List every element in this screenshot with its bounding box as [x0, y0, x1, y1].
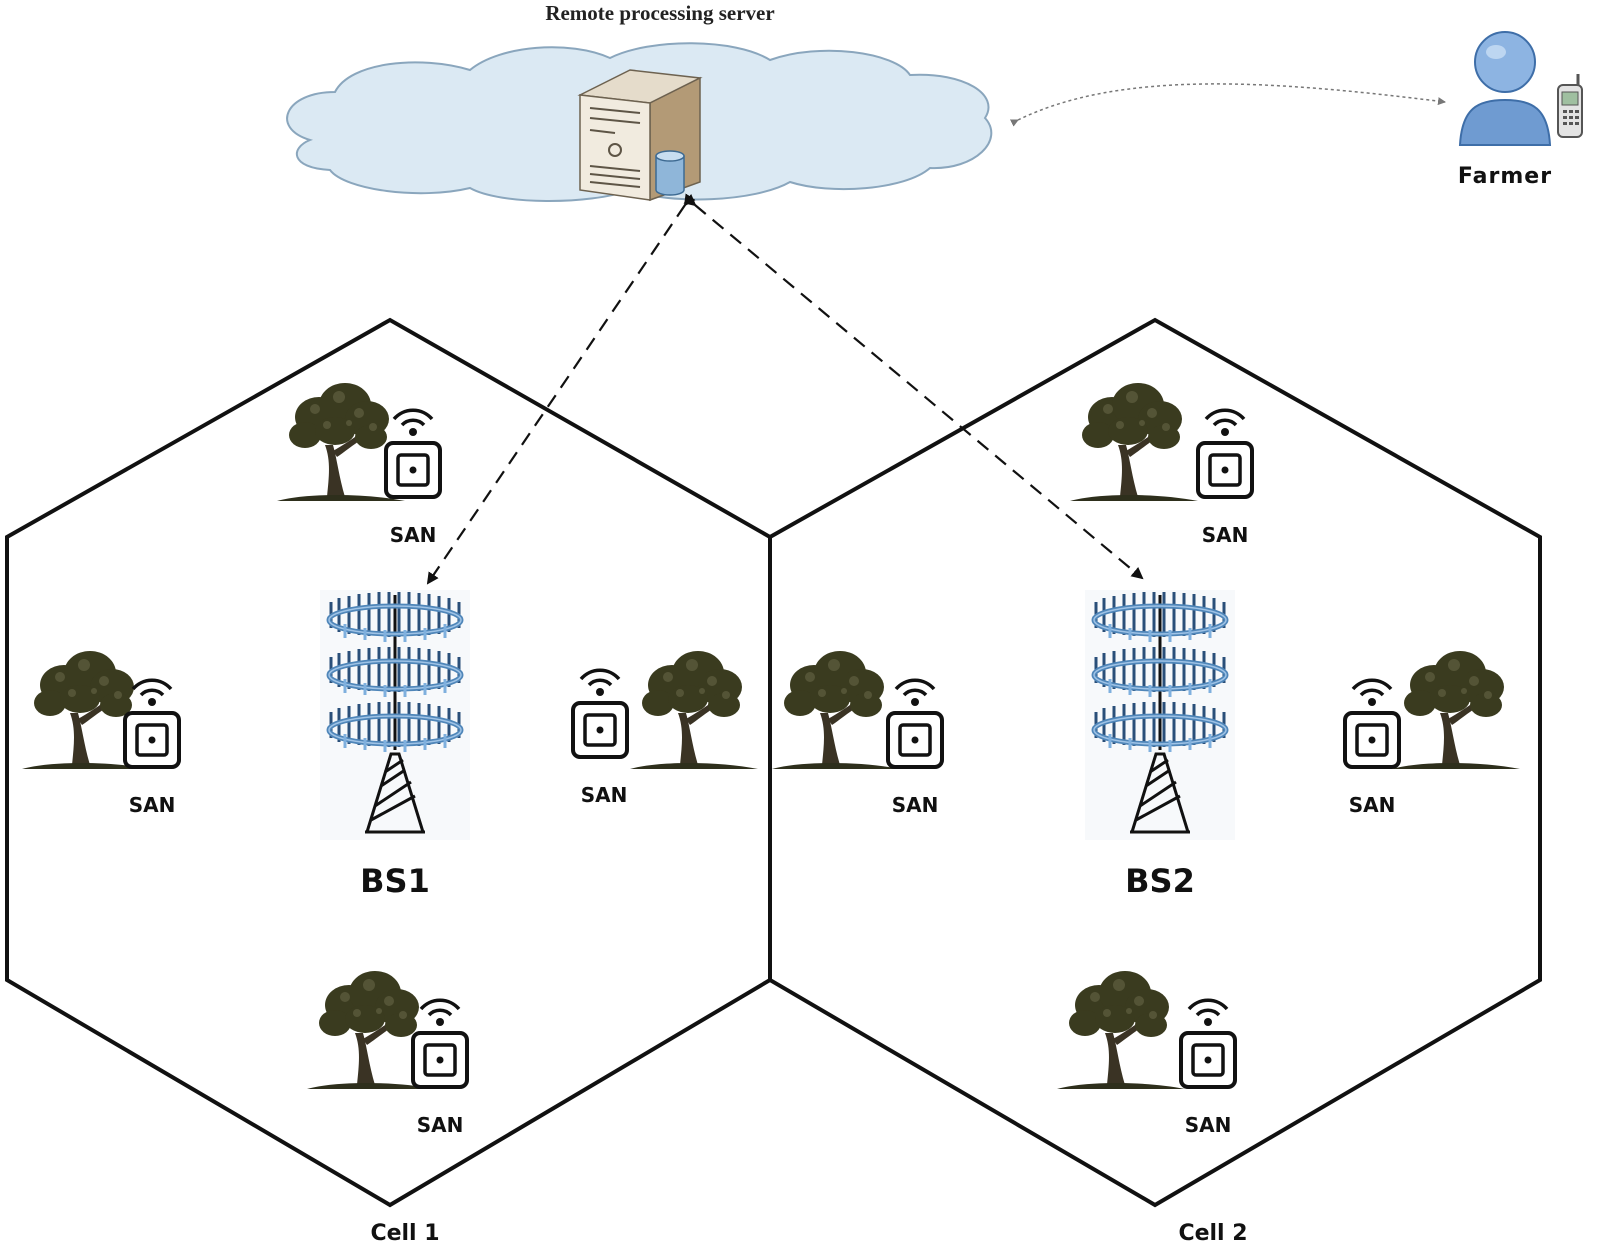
bs2-label: BS2 [1125, 862, 1195, 900]
farmer-cloud-link [1009, 83, 1446, 127]
san-label: SAN [581, 783, 628, 807]
san-label: SAN [390, 523, 437, 547]
cell-1-node-bottom [307, 971, 469, 1089]
sensor-node-icon [123, 678, 181, 769]
cell-2-hexagon [768, 317, 1542, 1208]
server-label: Remote processing server [545, 1, 774, 25]
base-station-2-icon [1085, 590, 1235, 840]
sensor-node-icon [571, 668, 629, 759]
san-label: SAN [129, 793, 176, 817]
cell-2-node-top [1070, 383, 1254, 501]
farmer-icon [1458, 31, 1552, 146]
cell-2-node-right [1343, 651, 1520, 769]
tree-icon [630, 651, 758, 769]
cell-1-node-top [277, 383, 442, 501]
sensor-node-icon [886, 678, 944, 769]
sensor-node-icon [384, 408, 442, 499]
base-station-1-icon [320, 590, 470, 840]
cell-2-label: Cell 2 [1178, 1221, 1247, 1246]
san-label: SAN [417, 1113, 464, 1137]
san-label: SAN [1185, 1113, 1232, 1137]
cell-1-node-left [22, 651, 181, 769]
san-label: SAN [892, 793, 939, 817]
san-label: SAN [1202, 523, 1249, 547]
cell-1-label: Cell 1 [370, 1221, 439, 1246]
server-icon [577, 69, 703, 202]
cell-2-node-left [772, 651, 944, 769]
tree-icon [1057, 971, 1185, 1089]
cell-1-node-right [571, 651, 758, 769]
server-bs1-link [426, 193, 696, 585]
bs1-label: BS1 [360, 862, 430, 900]
tree-icon [1392, 651, 1520, 769]
sensor-node-icon [1343, 678, 1401, 769]
sensor-node-icon [1179, 998, 1237, 1089]
sensor-node-icon [411, 998, 469, 1089]
cell-2-node-bottom [1057, 971, 1237, 1089]
phone-icon [1557, 74, 1583, 138]
server-bs2-link [683, 193, 1144, 580]
farmer-label: Farmer [1458, 164, 1552, 189]
san-label: SAN [1349, 793, 1396, 817]
tree-icon [1070, 383, 1198, 501]
sensor-node-icon [1196, 408, 1254, 499]
tree-icon [772, 651, 900, 769]
